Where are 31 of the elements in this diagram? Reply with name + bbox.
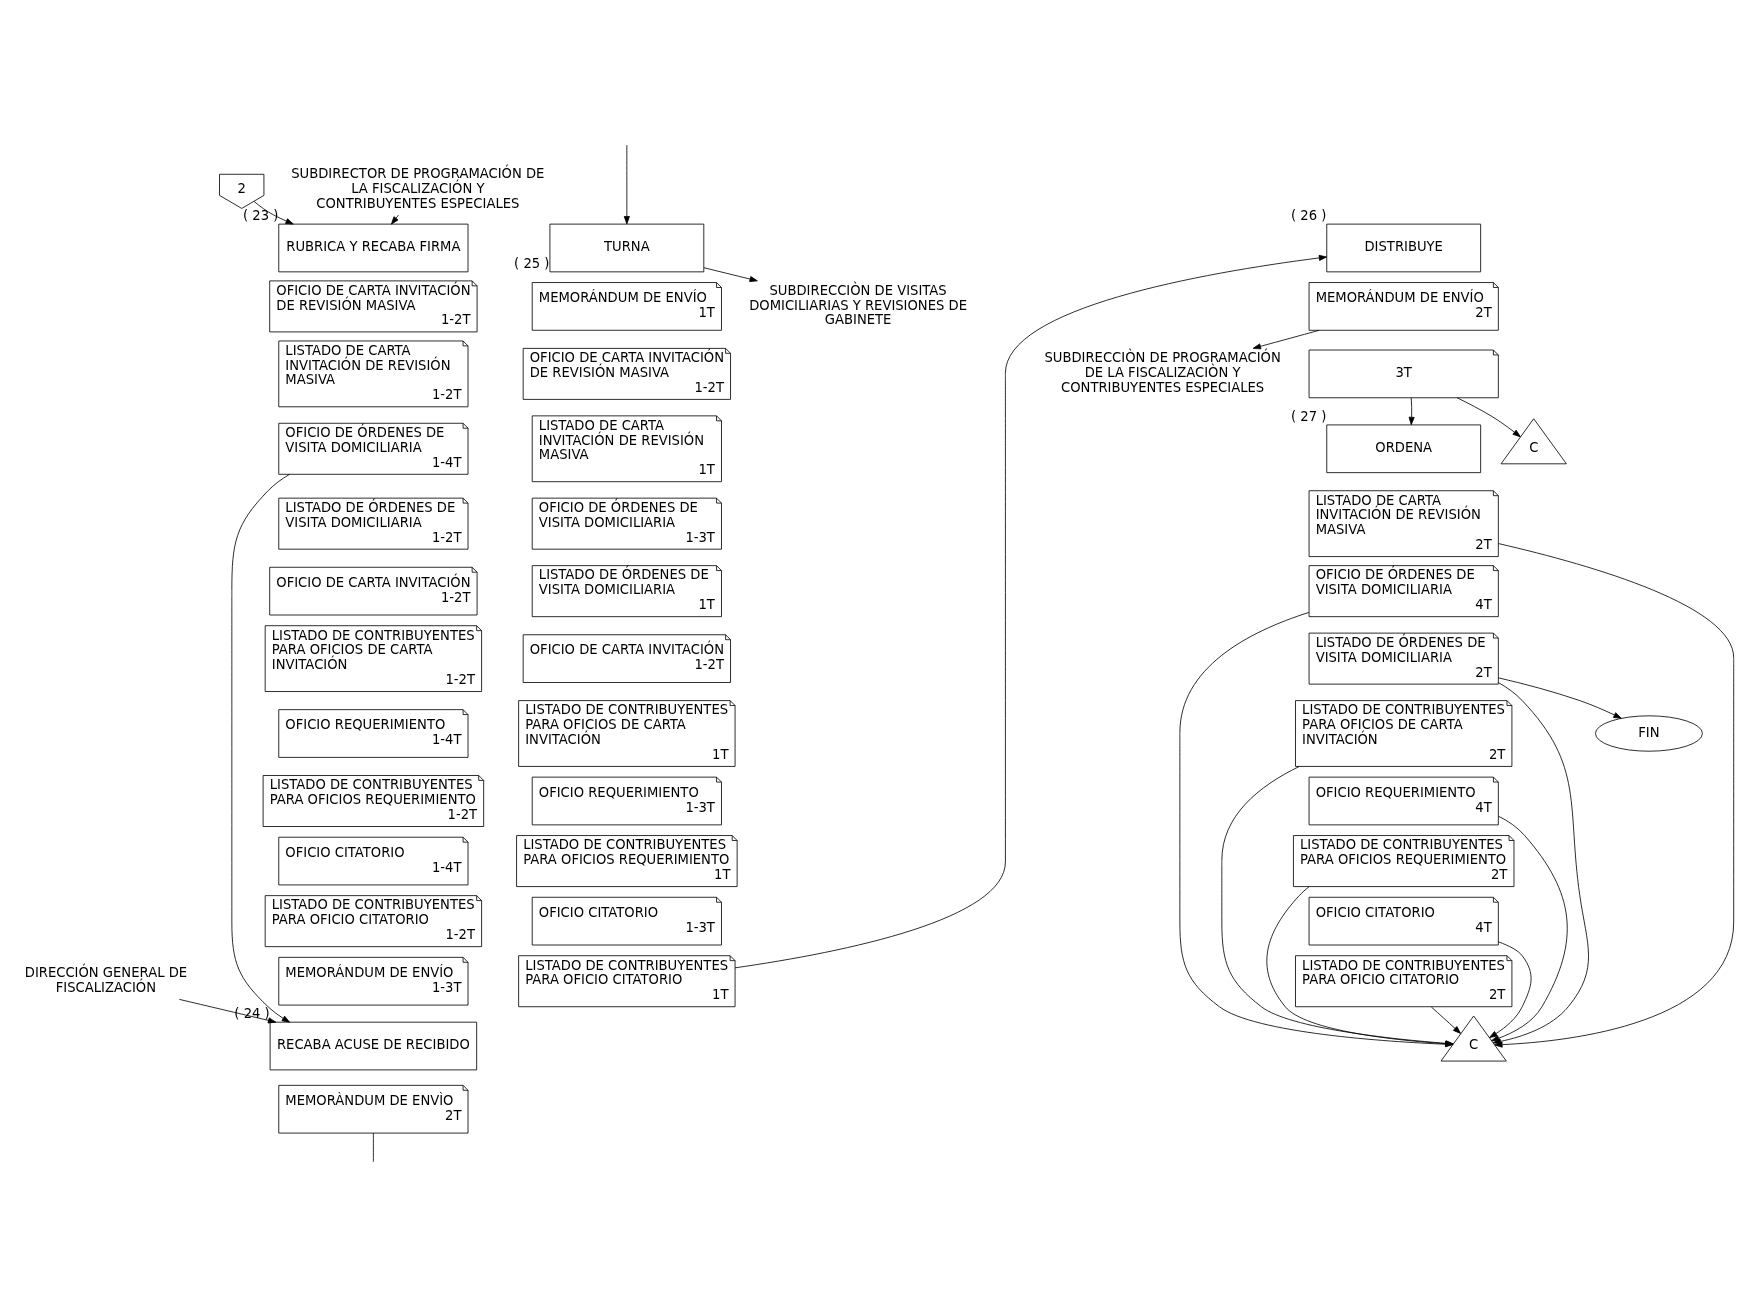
node-box: ORDENA: [1326, 424, 1482, 474]
arrow: [391, 214, 399, 225]
arrow: [1489, 941, 1532, 1038]
arrow: [1430, 1006, 1461, 1034]
node-box: RUBRICA Y RECABA FIRMA: [278, 223, 469, 273]
node-label: ( 24 ): [234, 1005, 270, 1021]
node-box: DISTRIBUYE: [1326, 223, 1482, 273]
arrow: [1252, 329, 1320, 350]
node-ellipse: FIN: [1595, 715, 1703, 752]
node-label: ( 27 ): [1290, 408, 1327, 424]
arrow: [1492, 682, 1589, 1045]
node-label: ( 23 ): [242, 207, 279, 223]
arrow: [178, 999, 277, 1024]
arrow: [623, 144, 630, 225]
arrow: [1408, 397, 1415, 426]
node-box: TURNA: [549, 223, 705, 273]
node-text: SUBDIRECCIÒN DE PROGRAMACIÓN DE LA FISCALIZACIÒN Y CONTRIBUYENTES ESPECIALES: [1044, 350, 1281, 395]
connector: [372, 1132, 374, 1163]
arrow: [231, 473, 291, 1023]
arrow: [1498, 677, 1622, 719]
node-label: ( 26 ): [1290, 207, 1327, 223]
arrow: [703, 267, 758, 283]
arrow: [1491, 815, 1568, 1042]
arrow: [1494, 543, 1735, 1048]
node-text: SUBDIRECCIÒN DE VISITAS DOMICILIARIAS Y REVISIONES DE GABINETE: [749, 282, 968, 328]
arrow: [253, 201, 294, 225]
node-label: ( 25 ): [514, 255, 550, 271]
node-box: RECABA ACUSE DE RECIBIDO: [269, 1021, 478, 1071]
node-text: DIRECCIÓN GENERAL DE FISCALIZACIÓN: [24, 964, 188, 995]
arrow: [734, 254, 1328, 969]
node-text: SUBDIRECTOR DE PROGRAMACIÓN DE LA FISCALIZACIÓN Y CONTRIBUYENTES ESPECIALES: [291, 165, 545, 211]
